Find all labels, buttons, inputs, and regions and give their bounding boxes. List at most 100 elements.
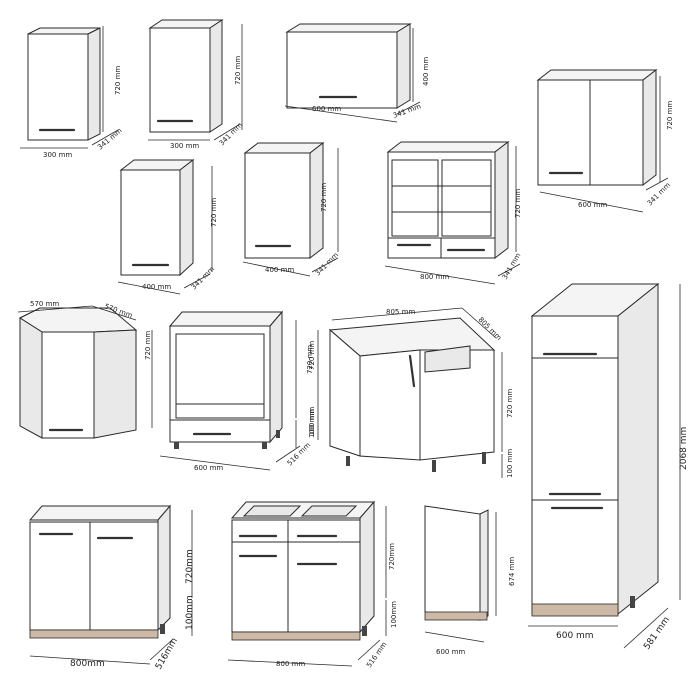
- depth-label: 516mm: [154, 636, 180, 671]
- depth-label: 341 mm: [190, 265, 216, 291]
- cabinet-top-frame: [168, 311, 284, 327]
- drawer-left: [231, 519, 289, 543]
- drawer-right: [287, 519, 361, 543]
- glass-door-right: [441, 159, 492, 237]
- leg-height-label: 100 mm: [308, 407, 316, 436]
- glass-wall-cabinet-800: 800 mm 720 mm 341 mm: [384, 140, 523, 285]
- leg: [346, 456, 350, 466]
- height-label: 720 mm: [144, 331, 152, 360]
- oven-base-cabinet-600: 600 mm 720 mm 100 mm 516 mm: [159, 310, 316, 472]
- plinth: [231, 631, 361, 641]
- cabinet-door-right: [89, 521, 159, 631]
- width-label: 600 mm: [556, 631, 594, 641]
- wall-cabinet-300-b: 300 mm 720 mm 341 mm: [148, 19, 244, 150]
- cabinet-door: [41, 331, 95, 439]
- cabinet-side: [269, 310, 283, 444]
- leg: [432, 460, 436, 472]
- dimension-line: [623, 607, 669, 649]
- dimension-line: [242, 261, 311, 277]
- cabinet-door-right: [287, 541, 361, 633]
- leg: [362, 626, 367, 636]
- height-label: 720mm: [185, 549, 195, 584]
- depth-label: 516 mm: [365, 640, 388, 669]
- dimension-line: [384, 265, 496, 285]
- dimension-line: [284, 105, 398, 123]
- cabinet-door: [244, 152, 311, 259]
- height-label: 720 mm: [234, 56, 242, 85]
- cabinet-side: [209, 19, 223, 133]
- base-cabinet-800-double: 800mm 720mm 100mm 516mm: [28, 504, 195, 672]
- wall-cabinet-600-400: 600 mm 400 mm 341 mm: [284, 23, 430, 123]
- corner-opening: [424, 345, 471, 373]
- height-label-right: 720 mm: [506, 389, 514, 418]
- height-label: 720 mm: [320, 183, 328, 212]
- dimension-line: [539, 191, 644, 213]
- dimension-line: [91, 129, 119, 146]
- cabinet-side: [157, 504, 171, 632]
- base-cabinet-800-drawers: 800 mm 720mm 100mm 516 mm: [227, 500, 398, 669]
- dimension-line: [183, 273, 211, 289]
- leg-height-label: 100 mm: [308, 409, 316, 438]
- cabinet-top: [285, 23, 412, 33]
- cabinet-top: [536, 69, 658, 81]
- leg-height-label-right: 100 mm: [506, 449, 514, 478]
- dimension-line: [461, 307, 497, 339]
- cabinet-door-left: [537, 79, 591, 186]
- width-label: 805 mm: [386, 308, 415, 316]
- plinth: [424, 611, 488, 621]
- cabinet-top-frame: [28, 505, 172, 521]
- width-label: 570 mm: [30, 300, 59, 308]
- depth-label: 341 mm: [314, 251, 340, 277]
- dimension-line: [149, 639, 173, 661]
- cabinet-side-left: [19, 317, 43, 439]
- width-label: 600 mm: [194, 464, 223, 472]
- width-label: 600 mm: [312, 105, 341, 113]
- width-label: 600 mm: [578, 201, 607, 209]
- height-label: 720mm: [388, 543, 396, 570]
- side-panel-600: 600 mm 674 mm: [424, 505, 516, 656]
- width-label: 800 mm: [420, 273, 449, 281]
- width-label: 400 mm: [265, 266, 294, 274]
- cabinet-side: [617, 282, 659, 616]
- wall-cabinet-300-a: 300 mm 720 mm 341 mm: [20, 26, 124, 159]
- height-label: 720 mm: [514, 189, 522, 218]
- cabinet-door-left: [29, 521, 91, 631]
- cabinet-door: [27, 33, 89, 141]
- width-label: 400 mm: [142, 283, 171, 291]
- cabinet-side: [359, 500, 375, 634]
- depth-label: 341 mm: [501, 252, 523, 281]
- plinth: [29, 629, 159, 639]
- cabinet-frame: [169, 325, 271, 443]
- height-label: 720 mm: [308, 341, 316, 370]
- depth-label: 581 mm: [642, 615, 672, 652]
- height-label: 674 mm: [508, 557, 516, 586]
- leg: [630, 596, 635, 608]
- width-label: 600 mm: [436, 648, 465, 656]
- leg-height-label: 100mm: [390, 601, 398, 628]
- height-label: 720 mm: [306, 345, 314, 374]
- cabinet-door: [149, 27, 211, 133]
- height-label: 720 mm: [210, 198, 218, 227]
- open-drawer: [242, 505, 302, 517]
- glass-door-left: [391, 159, 439, 237]
- dimension-line: [159, 455, 271, 471]
- wall-cabinet-400-b: 400 mm 720 mm 341 mm: [242, 141, 340, 277]
- leg: [482, 452, 486, 464]
- height-label: 400 mm: [422, 57, 430, 86]
- cabinet-front: [531, 315, 619, 615]
- dimension-line: [331, 307, 463, 321]
- corner-wall-cabinet-570: 570 mm 570 mm 720 mm: [17, 300, 153, 439]
- width-label: 300 mm: [170, 142, 199, 150]
- cabinet-door-right: [589, 79, 644, 186]
- panel-edge: [479, 509, 489, 621]
- depth-label: 516 mm: [286, 441, 312, 467]
- wall-cabinet-400-a: 400 mm 720 mm 341 mm: [117, 158, 218, 295]
- width-label: 800 mm: [276, 660, 305, 668]
- dimension-line: [227, 659, 353, 667]
- tall-cabinet-600: 2068 mm 600 mm 581 mm: [528, 282, 689, 652]
- leg: [160, 624, 165, 634]
- dimension-line: [91, 305, 137, 321]
- dimension-line: [311, 257, 339, 273]
- cabinet-side: [396, 23, 411, 109]
- dimension-line: [275, 445, 301, 463]
